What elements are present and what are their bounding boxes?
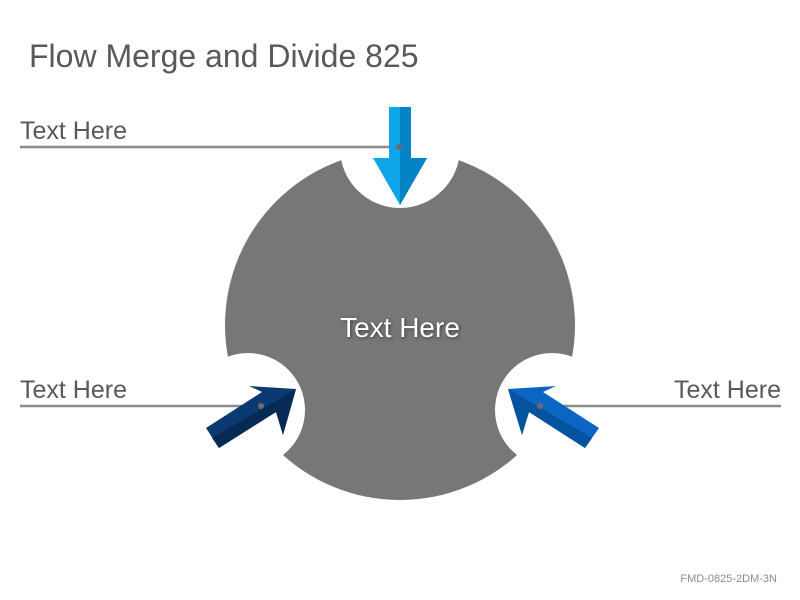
connector-dot-left [258, 403, 264, 409]
flow-label-left: Text Here [20, 376, 127, 404]
hub-shape [225, 150, 575, 500]
arrow-left [206, 386, 296, 448]
flow-label-top: Text Here [20, 117, 127, 145]
page-title: Flow Merge and Divide 825 [29, 38, 419, 74]
hub-label: Text Here [340, 312, 460, 343]
arrow-top [373, 107, 427, 205]
connector-dot-top [396, 144, 402, 150]
flow-label-right: Text Here [674, 376, 781, 404]
connector-dot-right [537, 403, 543, 409]
footer-code: FMD-0825-2DM-3N [680, 573, 777, 585]
arrow-right [508, 386, 599, 448]
